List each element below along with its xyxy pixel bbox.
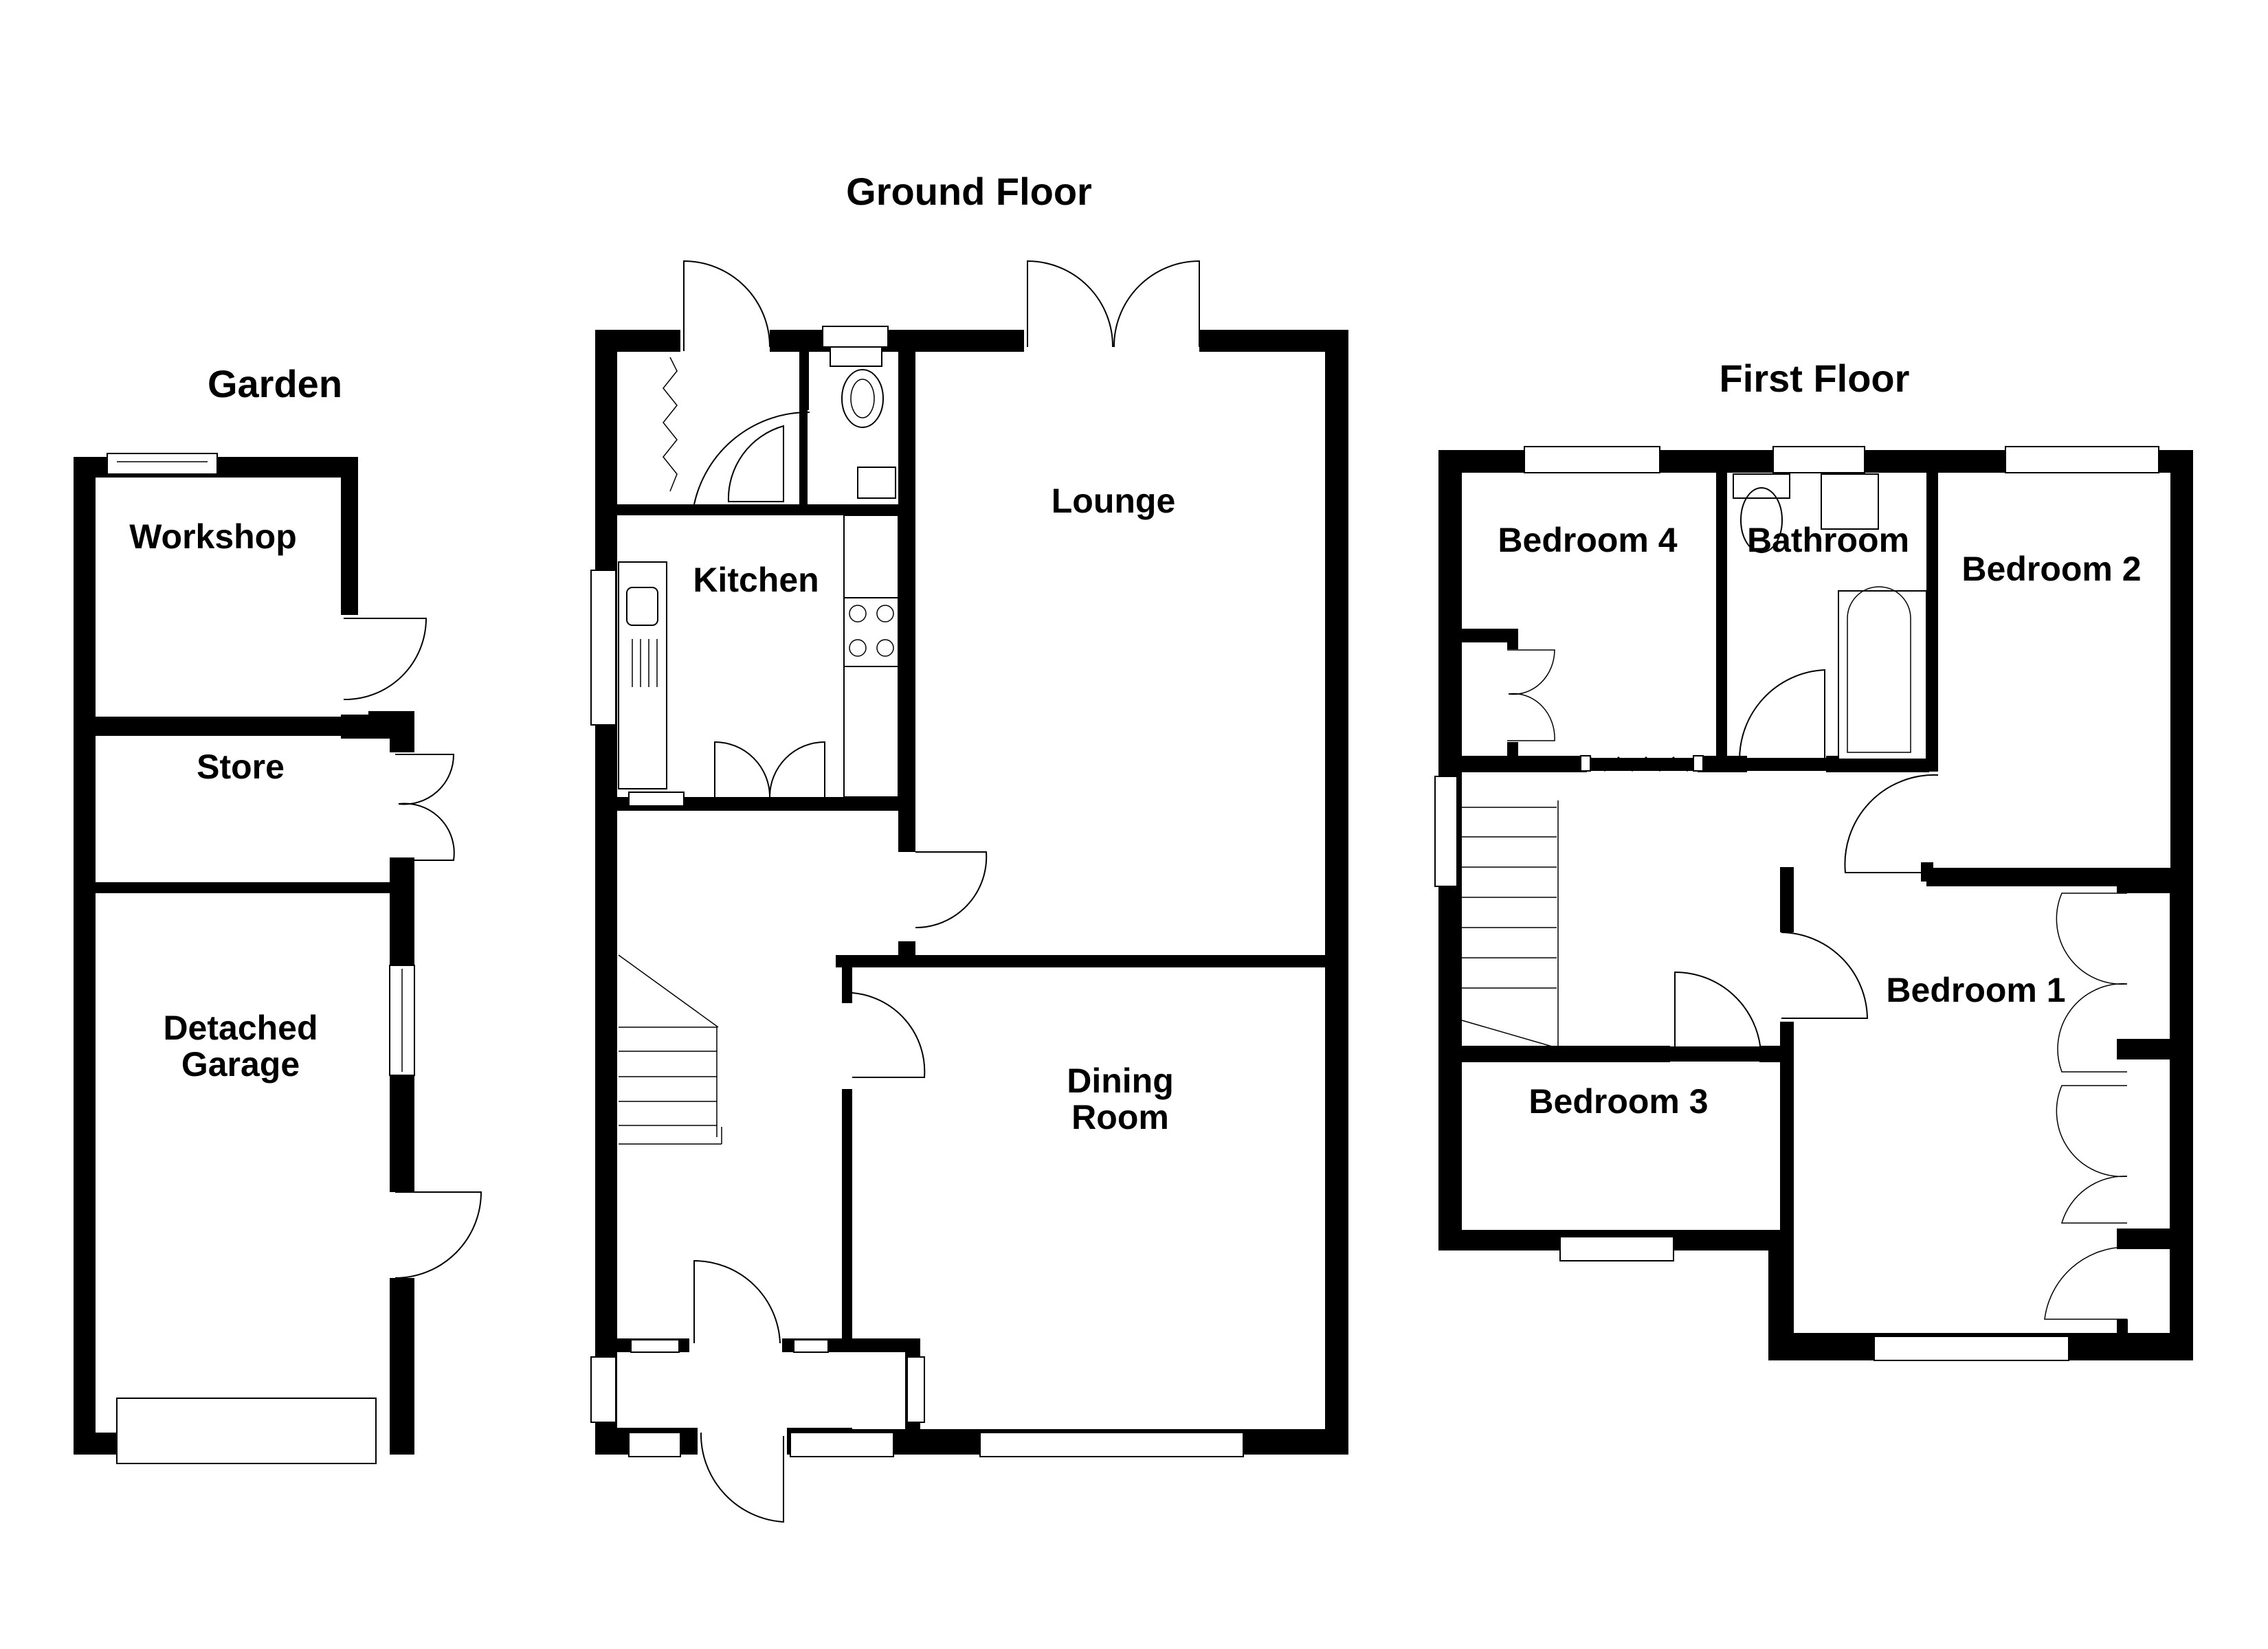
door-swing [700, 1432, 784, 1523]
door-swing [1739, 669, 1825, 770]
window [793, 1339, 829, 1353]
garage-room [96, 893, 390, 1433]
bifold-door [1590, 756, 1694, 772]
lounge-room [915, 352, 1325, 955]
garden-title: Garden [207, 362, 343, 405]
basin-icon [857, 467, 896, 499]
room-label-bedroom1: Bedroom 1 [1886, 971, 2066, 1009]
room-label-bathroom: Bathroom [1746, 521, 1910, 559]
door-swing [1674, 971, 1761, 1052]
door-swing [1781, 932, 1869, 1019]
ground-floor-title: Ground Floor [846, 170, 1092, 213]
window [1524, 446, 1660, 473]
window [907, 1356, 925, 1423]
bedroom1-room [1794, 886, 2170, 1333]
window [979, 1432, 1244, 1457]
bath-icon [1838, 590, 1927, 760]
sink-icon [626, 587, 658, 626]
wardrobe-door [2056, 1085, 2128, 1178]
window [590, 1356, 616, 1423]
door-swing [1027, 260, 1114, 348]
workshop-room [96, 478, 341, 717]
door-swing [394, 1191, 482, 1279]
bedroom4-room [1462, 473, 1716, 758]
toilet-icon [1740, 487, 1783, 553]
wardrobe-door [2056, 893, 2128, 985]
door-swing [714, 741, 770, 803]
staircase [1461, 800, 1559, 1051]
window [590, 570, 616, 726]
window [628, 792, 685, 807]
window [630, 1339, 680, 1353]
dining-room [852, 967, 1325, 1429]
door-swing [693, 411, 810, 505]
window [1434, 776, 1458, 887]
first-floor-plan [1434, 446, 2193, 1376]
bifold-door [663, 357, 678, 492]
basin-icon [1821, 473, 1879, 530]
door-swing [693, 1259, 781, 1344]
utility-area [617, 352, 799, 504]
door-swing [852, 992, 926, 1078]
garden-outbuildings [74, 453, 482, 1464]
room-label-workshop: Workshop [129, 517, 297, 556]
staircase [618, 954, 722, 1145]
door-swing [683, 260, 770, 351]
ground-floor-plan [590, 260, 1348, 1523]
window [790, 1432, 894, 1457]
window [107, 453, 218, 475]
porch [617, 1352, 906, 1428]
window [1772, 446, 1865, 473]
room-label-garage: Detached Garage [163, 1009, 318, 1084]
window [822, 326, 889, 348]
room-label-kitchen: Kitchen [693, 561, 819, 599]
garage-door [116, 1398, 377, 1464]
toilet-icon [841, 369, 884, 428]
room-label-store: Store [197, 748, 285, 786]
window [628, 1432, 681, 1457]
room-label-lounge: Lounge [1051, 482, 1176, 520]
first-floor-title: First Floor [1719, 357, 1910, 400]
door-swing [915, 851, 988, 929]
wardrobe-door [2044, 1246, 2128, 1320]
room-label-bedroom2: Bedroom 2 [1961, 550, 2142, 588]
room-label-bedroom3: Bedroom 3 [1528, 1082, 1709, 1121]
room-label-bedroom4: Bedroom 4 [1498, 521, 1678, 559]
window [1874, 1336, 2069, 1361]
toilet-cistern [1733, 473, 1790, 499]
bedroom3-room [1462, 1062, 1781, 1230]
door-swing [1844, 774, 1939, 873]
store-room [96, 736, 390, 882]
window [1559, 1236, 1674, 1261]
door-swing [343, 618, 427, 701]
window [2005, 446, 2159, 473]
room-label-dining: Dining Room [1067, 1062, 1174, 1136]
